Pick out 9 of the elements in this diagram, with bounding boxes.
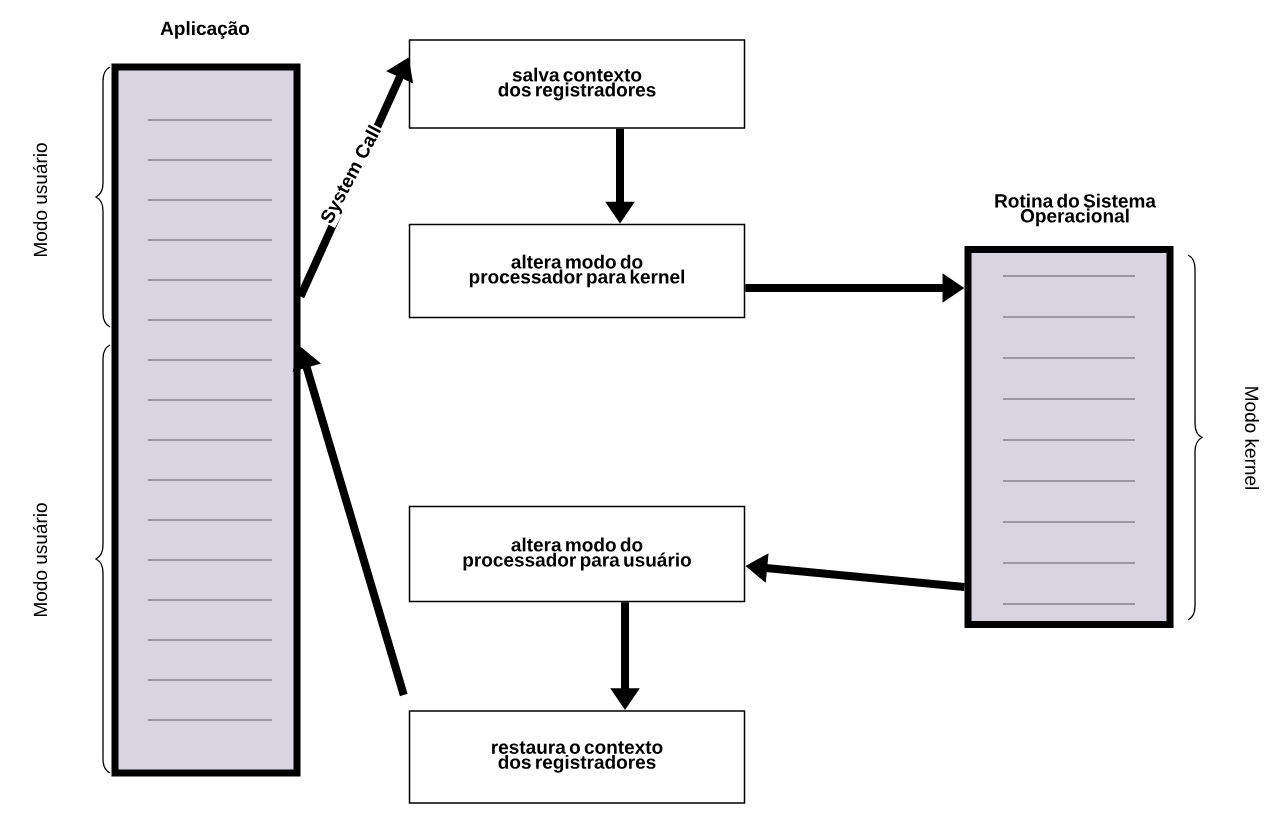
mode-label: Modo kernel (1245, 387, 1259, 489)
process-box: restaura o contexto dos registradores (408, 710, 746, 804)
process-box: altera modo do processador para kernel (408, 223, 746, 319)
process-box: altera modo do processador para usuário (408, 505, 746, 603)
mode-label: Modo usuário (32, 503, 48, 616)
process-box: salva contexto dos registradores (408, 39, 746, 129)
heading: Aplicação (160, 21, 250, 39)
heading: Rotina do Sistema Operacional (995, 193, 1157, 227)
mode-label: Modo usuário (32, 143, 48, 256)
